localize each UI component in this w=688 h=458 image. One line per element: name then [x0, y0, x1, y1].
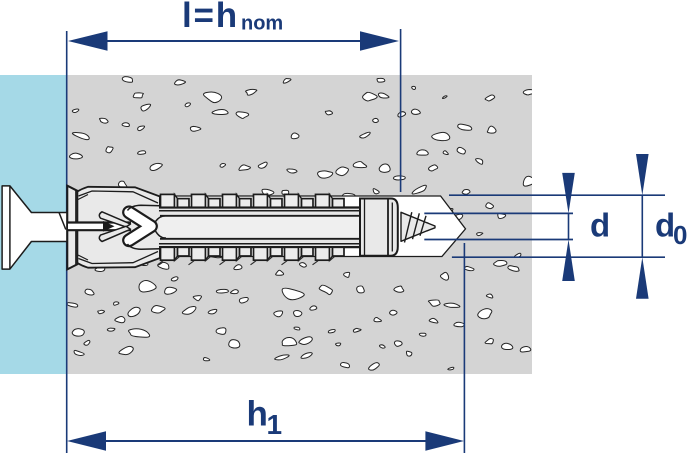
svg-text:1: 1	[267, 409, 283, 440]
svg-text:d: d	[655, 207, 675, 244]
svg-text:d: d	[590, 207, 610, 244]
svg-text:h: h	[247, 395, 268, 434]
svg-text:l=h: l=h	[182, 0, 239, 35]
svg-text:0: 0	[673, 220, 687, 250]
svg-text:nom: nom	[241, 13, 283, 35]
